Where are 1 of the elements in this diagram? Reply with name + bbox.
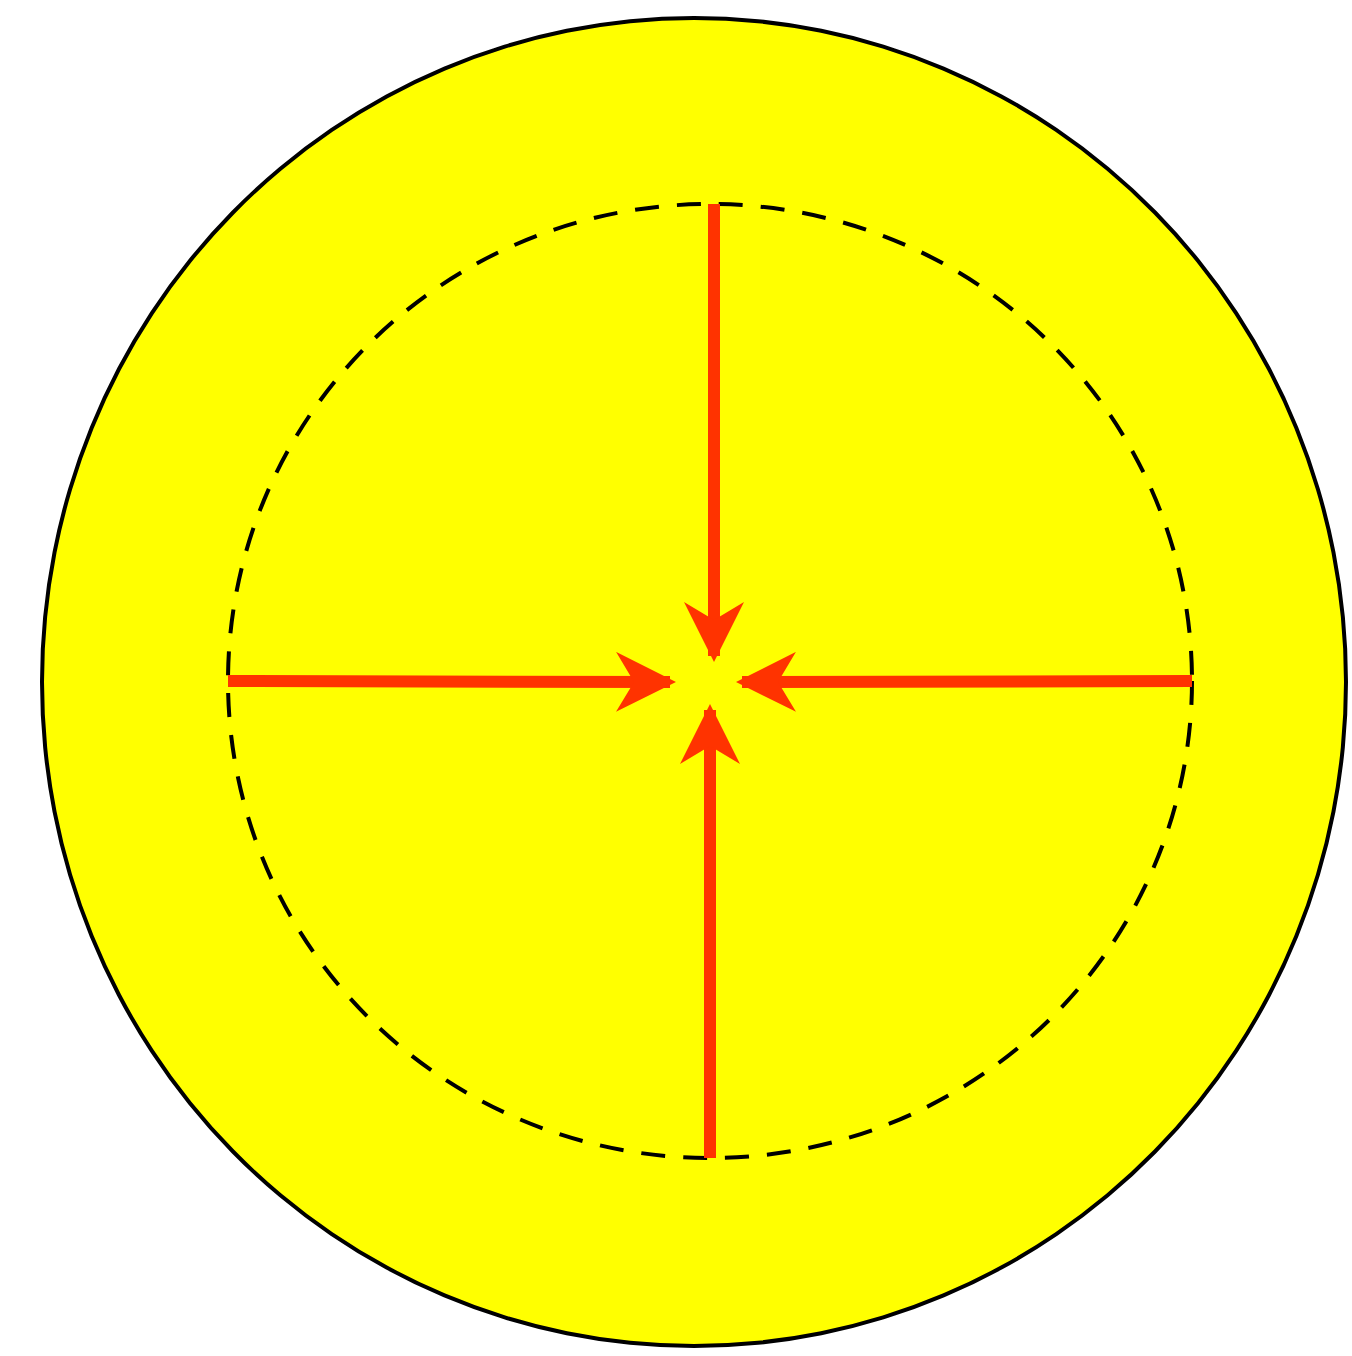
dashed-circle [226, 202, 1194, 1160]
